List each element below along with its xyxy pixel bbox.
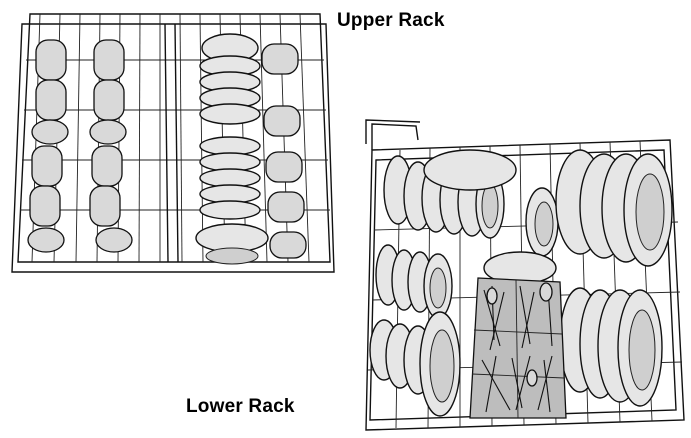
silverware bbox=[481, 282, 553, 413]
upper-rack-label: Upper Rack bbox=[337, 10, 445, 31]
upper-rack-cups bbox=[27, 39, 307, 259]
upper-rack-tines bbox=[20, 23, 330, 263]
lower-rack bbox=[365, 119, 685, 431]
silverware-basket bbox=[469, 277, 567, 419]
lower-rack-label: Lower Rack bbox=[186, 396, 295, 417]
upper-rack-plates bbox=[195, 33, 269, 265]
lower-rack-back-plates bbox=[383, 149, 673, 267]
upper-rack bbox=[11, 13, 335, 273]
lower-rack-front-plates bbox=[369, 244, 663, 417]
